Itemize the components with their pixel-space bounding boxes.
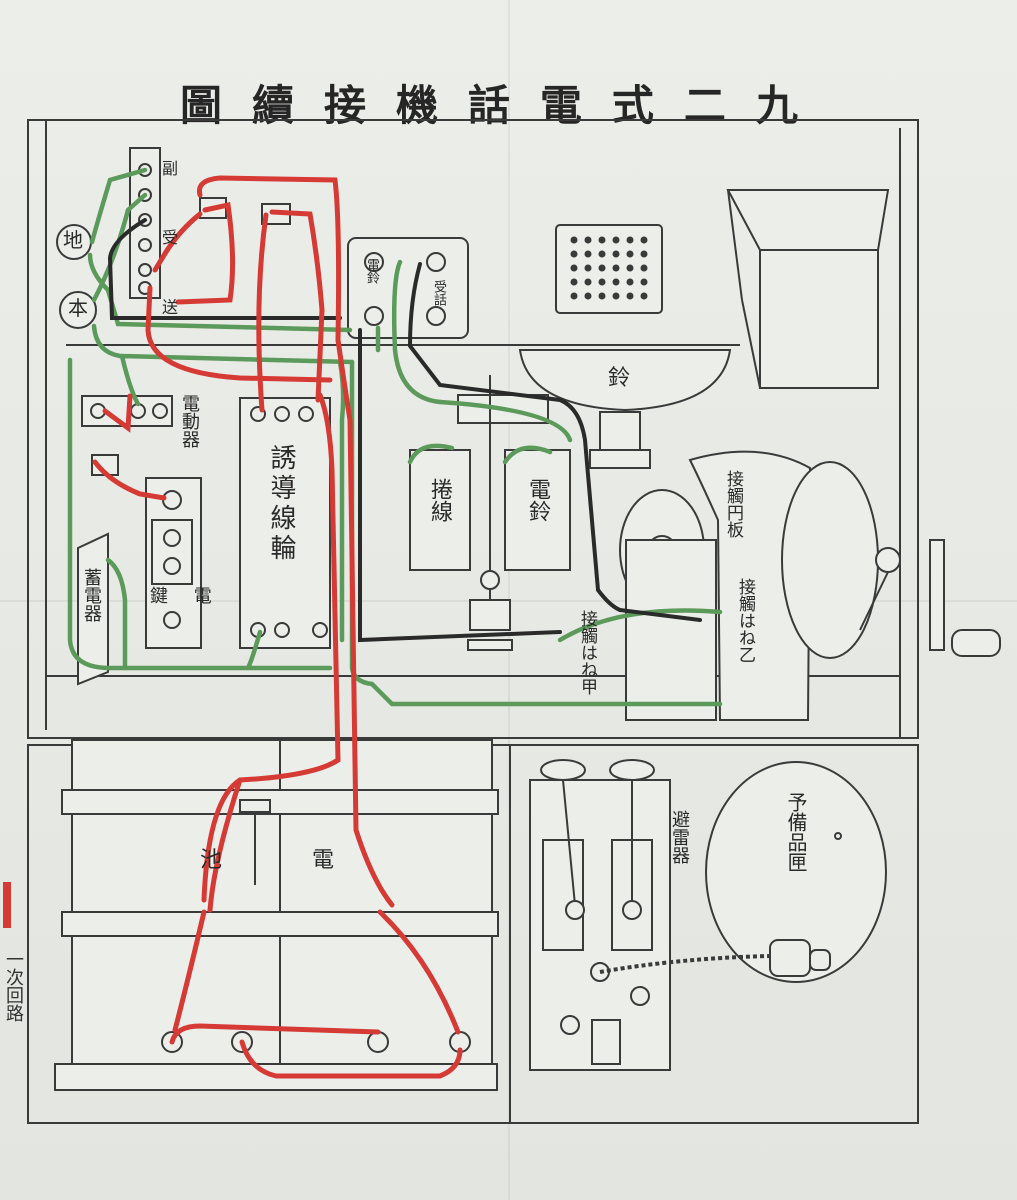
receiver-terminal-label: 受話: [431, 280, 446, 306]
bell-label: 鈴: [608, 366, 631, 391]
speaker-hole: [598, 236, 606, 244]
speaker-hole: [570, 264, 578, 272]
bell-terminal-label: 電鈴: [364, 258, 379, 284]
bell-coils: [409, 375, 571, 651]
speaker-hole: [612, 292, 620, 300]
speaker-hole: [626, 278, 634, 286]
speaker-hole: [598, 264, 606, 272]
main-label: 本: [68, 296, 88, 320]
title-char: 續: [251, 81, 296, 130]
black-wires: [107, 218, 702, 643]
lightning-arrester-label: 避雷器: [669, 810, 690, 864]
speaker-hole: [584, 264, 592, 272]
bell-dome: [518, 349, 732, 469]
speaker-hole: [640, 278, 648, 286]
title-char: 二: [683, 81, 728, 130]
speaker-hole: [612, 264, 620, 272]
speaker-hole: [570, 278, 578, 286]
title-char: 電: [539, 81, 584, 130]
battery-right-label: 電: [312, 848, 335, 873]
speaker-hole: [584, 292, 592, 300]
spare-box-label: 予備品匣: [784, 792, 808, 872]
speaker-hole: [570, 250, 578, 258]
title-char: 話: [467, 81, 512, 130]
key-panel: [145, 477, 202, 649]
contact-spring-a-label: 接觸はね甲: [577, 610, 597, 695]
title-char: 九: [755, 81, 800, 130]
speaker-hole: [612, 278, 620, 286]
contact-spring-b-label: 接觸はね乙: [735, 578, 755, 663]
ground-label: 地: [63, 228, 83, 252]
magneto-generator: [619, 450, 1001, 721]
contact-plate-label: 接觸円板: [723, 470, 743, 538]
storage-condenser: [77, 532, 109, 686]
speaker-hole: [640, 236, 648, 244]
speaker-hole: [584, 278, 592, 286]
speaker-hole: [640, 250, 648, 258]
cabinet-upper: [27, 119, 919, 739]
title-char: 圖: [180, 81, 225, 130]
speaker-hole: [598, 292, 606, 300]
speaker-hole: [584, 236, 592, 244]
battery-left-label: 池: [200, 848, 223, 873]
bell-terminal-block: [347, 237, 469, 339]
speaker-hole: [626, 264, 634, 272]
speaker-hole: [626, 250, 634, 258]
spare-box: [705, 761, 887, 983]
main-terminal: [59, 291, 97, 329]
speaker-hole: [640, 292, 648, 300]
speaker-hole: [612, 250, 620, 258]
title-char: 接: [323, 81, 368, 130]
speaker-hole: [626, 236, 634, 244]
red-wires: [92, 175, 463, 1079]
storage-label: 蓄電器: [81, 568, 102, 622]
speaker-hole: [640, 264, 648, 272]
legend-label: 一次回路: [3, 950, 24, 1022]
induction-coil-label: 誘導線輪: [266, 444, 296, 564]
diagram-title: 圖 續 接 機 話 電 式 二 九: [180, 72, 800, 133]
key-label: 鍵 電: [150, 586, 222, 607]
speaker-hole: [626, 292, 634, 300]
speaker-hole: [570, 236, 578, 244]
speaker-hole: [570, 292, 578, 300]
title-char: 式: [611, 81, 656, 130]
induction-coil: [239, 397, 331, 649]
lightning-arrester: [529, 759, 671, 1071]
speaker-holes: [570, 236, 648, 300]
terminal-strip-label: 副 受 送: [159, 160, 178, 339]
speaker-hole: [598, 250, 606, 258]
coil-left-label: 捲線: [427, 478, 452, 522]
title-char: 機: [395, 81, 440, 130]
speaker-grille: [555, 224, 663, 314]
coil-right-label: 電鈴: [525, 478, 550, 522]
speaker-hole: [612, 236, 620, 244]
cord: [599, 954, 771, 974]
vibrator-label: 電動器: [179, 394, 200, 448]
legend-red-swatch: [3, 882, 11, 928]
mouthpiece-box: [726, 189, 890, 389]
battery-box: [54, 739, 499, 1091]
speaker-hole: [584, 250, 592, 258]
speaker-hole: [598, 278, 606, 286]
